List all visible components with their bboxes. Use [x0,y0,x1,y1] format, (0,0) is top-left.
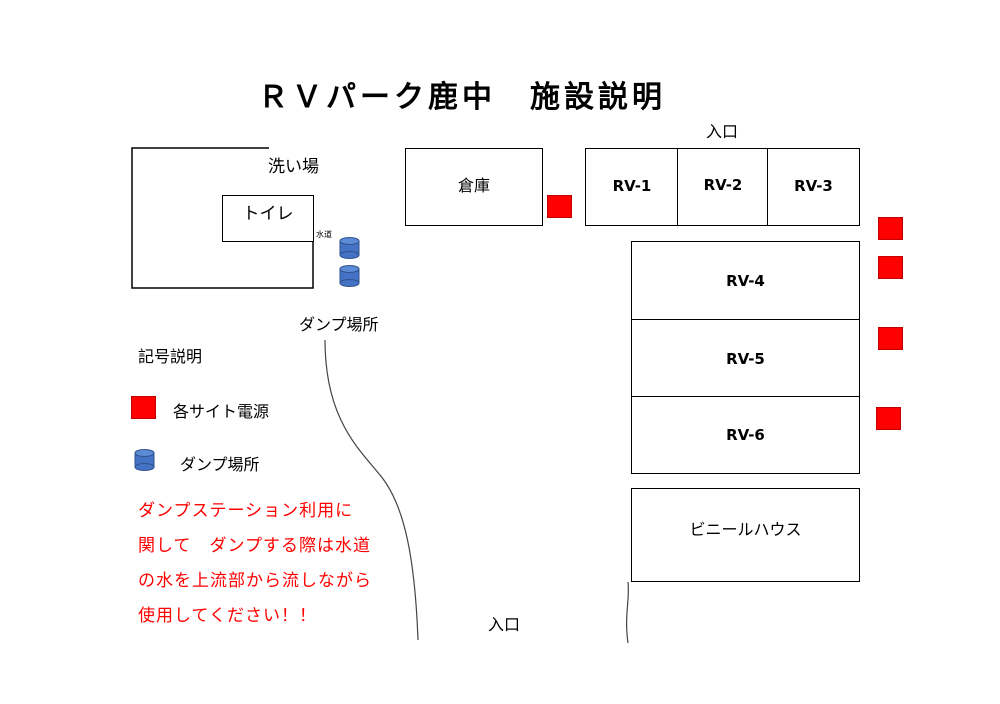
greenhouse-box: ビニールハウス [631,488,860,582]
warehouse-box: 倉庫 [405,148,543,226]
dump-station-notice: ダンプステーション利用に 関して ダンプする際は水道 の水を上流部から流しながら… [138,494,372,634]
page-title: ＲＶパーク鹿中 施設説明 [258,80,666,115]
notice-line: 使用してください！！ [138,606,317,626]
power-outlet-icon [876,407,901,430]
rv-site-3: RV-3 [767,148,860,226]
power-outlet-icon [878,217,903,240]
notice-line: 関して ダンプする際は水道 [138,536,371,556]
rv-site-label: RV-6 [726,426,765,444]
rv-site-label: RV-3 [794,177,833,195]
warehouse-label: 倉庫 [457,176,490,195]
greenhouse-label: ビニールハウス [689,520,802,539]
rv-site-label: RV-4 [726,272,765,290]
legend-heading: 記号説明 [138,347,203,366]
rv-site-label: RV-5 [726,349,765,368]
legend-power-icon [131,396,156,419]
entrance-top-label: 入口 [706,122,739,141]
rv-site-label: RV-2 [703,176,743,194]
rv-site-label: RV-1 [612,177,652,195]
legend-dump-icon [134,449,155,471]
wash-area-label: 洗い場 [268,157,319,177]
dump-area-label: ダンプ場所 [299,315,379,334]
dump-barrel-icon [339,265,360,287]
power-outlet-icon [878,327,903,350]
notice-line: ダンプステーション利用に [138,501,354,521]
wash-area-outline [131,147,314,289]
toilet-box: トイレ [222,195,314,242]
wash-area-lines [131,147,314,289]
entrance-bottom-label: 入口 [488,615,521,634]
water-tap-label: 水道 [316,230,332,239]
notice-line: の水を上流部から流しながら [138,571,372,591]
dump-barrel-icon [339,237,360,259]
rv-site-5: RV-5 [631,319,860,398]
rv-site-2: RV-2 [677,148,769,226]
legend-dump-label: ダンプ場所 [180,455,260,474]
rv-site-6: RV-6 [631,396,860,474]
power-outlet-icon [547,195,572,218]
toilet-label: トイレ [242,204,294,224]
rv-site-1: RV-1 [585,148,679,226]
power-outlet-icon [878,256,903,279]
rv-site-4: RV-4 [631,241,860,321]
legend-power-label: 各サイト電源 [173,402,270,421]
